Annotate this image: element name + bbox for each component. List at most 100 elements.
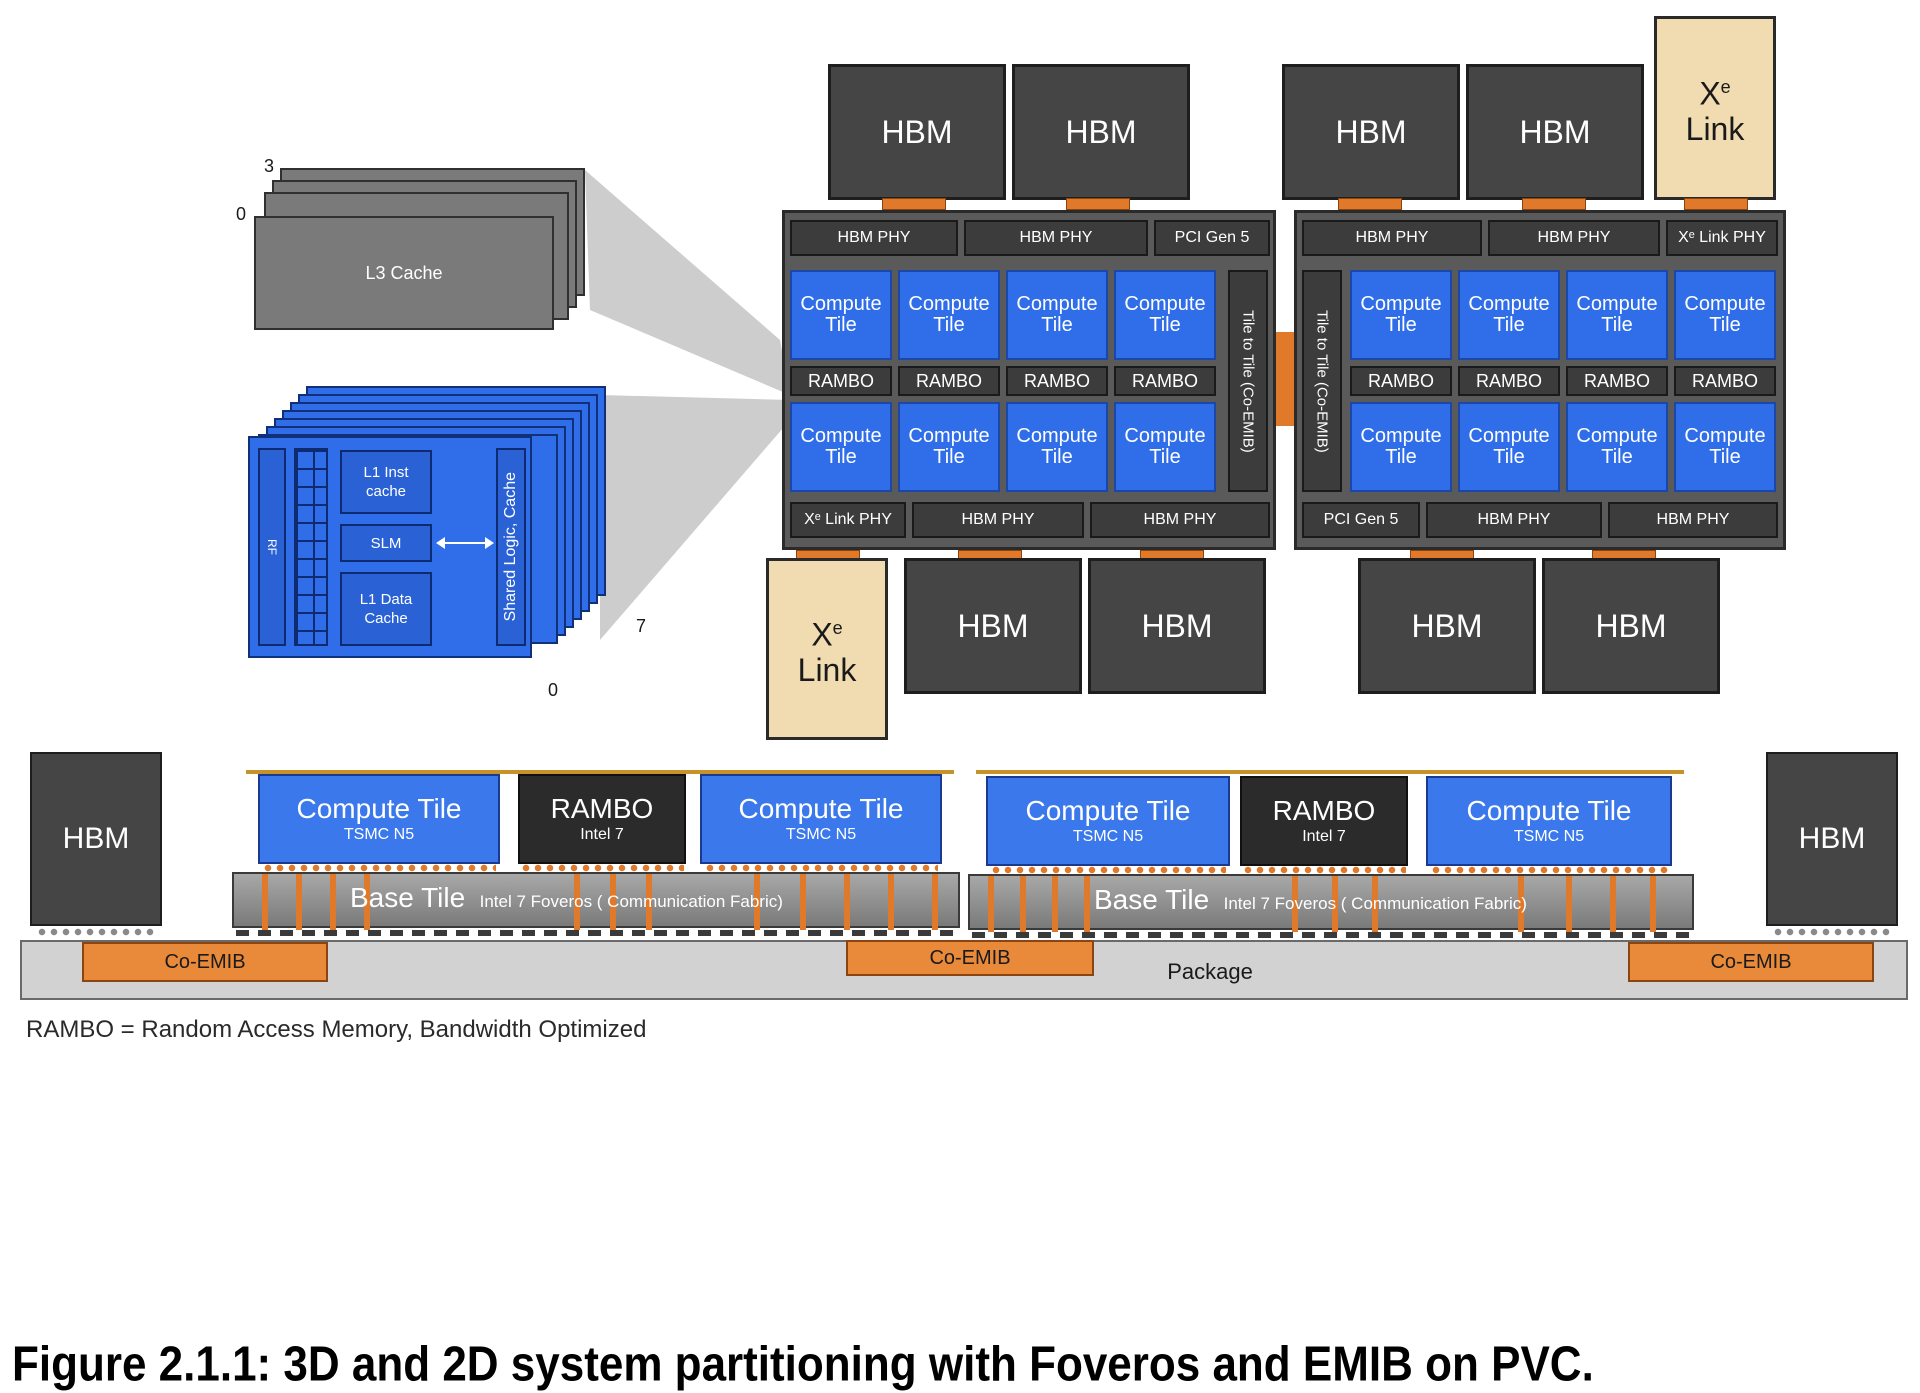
tsv	[1610, 876, 1616, 932]
tsv	[988, 876, 994, 932]
hbm-side-left: HBM	[30, 752, 162, 926]
package-label: Package	[1167, 959, 1253, 984]
tsv	[1292, 876, 1298, 932]
rambo-block: RAMBO	[790, 366, 892, 396]
tsv	[296, 874, 302, 930]
phy-block: HBM PHY	[1608, 502, 1778, 538]
hbm-top-4: HBM	[1466, 64, 1644, 200]
tsv	[574, 874, 580, 930]
xe-link-bottom: Xe Link	[766, 558, 888, 740]
hbm-bottom-3: HBM	[1358, 558, 1536, 694]
co-emib-center: Co-EMIB	[846, 940, 1094, 976]
tsv	[610, 874, 616, 930]
l3-cache-block: L3 Cache	[254, 216, 554, 330]
phy-block: HBM PHY	[790, 220, 958, 256]
tsv	[754, 874, 760, 930]
tsv	[1650, 876, 1656, 932]
c4-pads	[972, 932, 1690, 938]
co-emib-left: Co-EMIB	[82, 942, 328, 982]
hbm-bumps	[1772, 928, 1892, 936]
phy-block: PCI Gen 5	[1154, 220, 1270, 256]
co-emib-right: Co-EMIB	[1628, 942, 1874, 982]
xe-link-top: Xe Link	[1654, 16, 1776, 200]
co-emib-bridge	[1276, 332, 1294, 426]
tile-to-tile-right: Tile to Tile (Co-EMIB)	[1302, 270, 1342, 492]
base-tile-text: Base Tile Intel 7 Foveros ( Communicatio…	[350, 882, 783, 913]
tsv	[844, 874, 850, 930]
tsv	[1372, 876, 1378, 932]
hbm-bumps	[36, 928, 156, 936]
rambo-block: RAMBO	[1114, 366, 1216, 396]
micro-bumps	[1430, 866, 1668, 874]
connector	[1522, 198, 1586, 210]
rambo-block: RAMBO	[1674, 366, 1776, 396]
cu-index-right: 7	[636, 616, 647, 636]
tsv	[1084, 876, 1090, 932]
micro-bumps	[262, 864, 496, 872]
connector	[882, 198, 946, 210]
rambo-definition: RAMBO = Random Access Memory, Bandwidth …	[26, 1016, 647, 1043]
tsv	[646, 874, 652, 930]
cu-index-bottom: 0	[548, 680, 559, 700]
heat-spreader-line	[976, 770, 1684, 774]
hbm-top-3: HBM	[1282, 64, 1460, 200]
l3-index-bottom: 0	[236, 204, 247, 224]
rambo-block: RAMBO	[898, 366, 1000, 396]
rambo-block: RAMBO	[1566, 366, 1668, 396]
tsv	[932, 874, 938, 930]
connector	[1338, 198, 1402, 210]
l1-data-cache: L1 Data Cache	[340, 572, 432, 646]
compute-unit-block: RF L1 Inst cache SLM L1 Data Cache Share…	[248, 436, 532, 658]
l3-cache-label: L3 Cache	[365, 262, 443, 283]
register-file: RF	[258, 448, 286, 646]
figure-caption: Figure 2.1.1: 3D and 2D system partition…	[12, 1337, 1594, 1392]
base-tile-left: Base Tile Intel 7 Foveros ( Communicatio…	[232, 872, 960, 930]
tsv	[800, 874, 806, 930]
tsv	[262, 874, 268, 930]
tsv	[364, 874, 370, 930]
l1-inst-cache: L1 Inst cache	[340, 450, 432, 514]
rf-label: RF	[265, 539, 279, 555]
register-grid	[294, 448, 328, 646]
phy-block: Xᵉ Link PHY	[1666, 220, 1778, 256]
l3-index-top: 3	[264, 156, 275, 176]
micro-bumps	[704, 864, 938, 872]
base-tile-right: Base Tile Intel 7 Foveros ( Communicatio…	[968, 874, 1694, 932]
micro-bumps	[1242, 866, 1406, 874]
phy-block: HBM PHY	[1488, 220, 1660, 256]
tile-to-tile-left: Tile to Tile (Co-EMIB)	[1228, 270, 1268, 492]
micro-bumps	[520, 864, 684, 872]
tsv	[888, 874, 894, 930]
hbm-top-1: HBM	[828, 64, 1006, 200]
hbm-bottom-2: HBM	[1088, 558, 1266, 694]
hbm-side-right: HBM	[1766, 752, 1898, 926]
zoom-projection-lines	[585, 170, 790, 640]
rambo-block: RAMBO	[1006, 366, 1108, 396]
c4-pads	[236, 930, 956, 936]
rambo-block: RAMBO	[1350, 366, 1452, 396]
heat-spreader-line	[246, 770, 954, 774]
tsv	[1020, 876, 1026, 932]
hbm-bottom-1: HBM	[904, 558, 1082, 694]
connector	[1684, 198, 1748, 210]
phy-block: HBM PHY	[912, 502, 1084, 538]
phy-block: HBM PHY	[1302, 220, 1482, 256]
slm-arrow-icon	[436, 537, 494, 549]
phy-block: PCI Gen 5	[1302, 502, 1420, 538]
